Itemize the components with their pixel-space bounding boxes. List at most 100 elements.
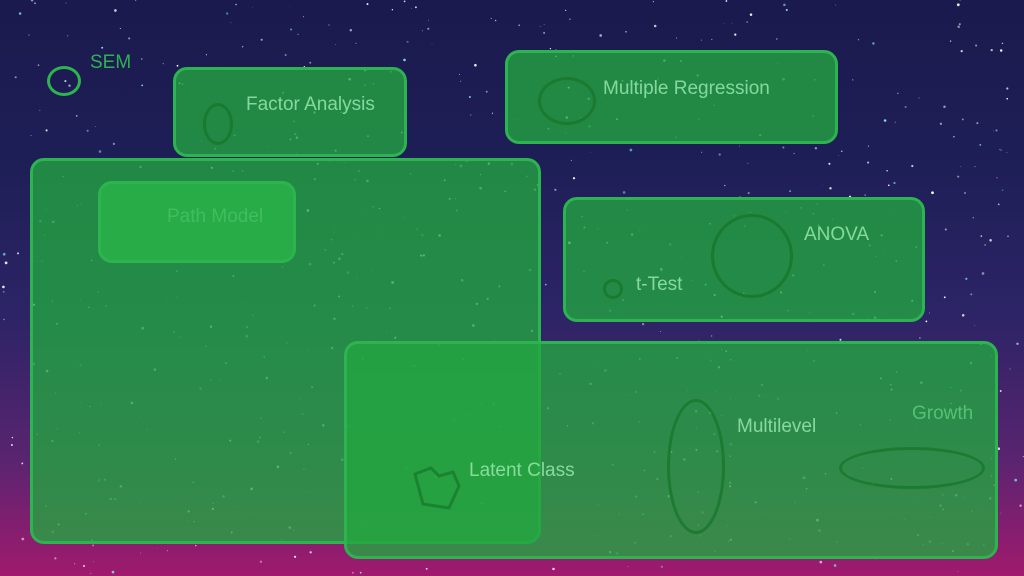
- star: [979, 143, 982, 146]
- star: [251, 6, 253, 8]
- star: [565, 9, 567, 12]
- star: [28, 34, 30, 36]
- star: [999, 390, 1002, 392]
- star: [886, 170, 888, 172]
- star: [309, 551, 312, 554]
- latent-class-box[interactable]: Latent Class Multilevel Growth: [344, 341, 998, 559]
- star: [303, 65, 305, 68]
- star: [641, 322, 645, 326]
- star: [288, 6, 290, 8]
- star: [747, 192, 750, 195]
- star: [37, 64, 40, 66]
- star: [819, 560, 823, 564]
- star: [929, 312, 930, 314]
- star: [984, 244, 986, 246]
- factor-analysis-label: Factor Analysis: [246, 94, 375, 115]
- star: [747, 162, 749, 164]
- star: [976, 122, 979, 125]
- star: [867, 161, 870, 164]
- star: [701, 151, 703, 153]
- star: [431, 44, 433, 45]
- star: [421, 30, 423, 32]
- star: [474, 63, 477, 67]
- star: [414, 6, 417, 9]
- star: [627, 565, 629, 567]
- star: [30, 135, 32, 136]
- star: [857, 38, 860, 41]
- star: [235, 3, 237, 6]
- star: [45, 129, 48, 132]
- star: [776, 38, 778, 40]
- star: [10, 444, 13, 446]
- multilevel-label: Multilevel: [737, 416, 817, 437]
- star: [1000, 512, 1002, 514]
- star: [90, 572, 92, 574]
- multiple-regression-label: Multiple Regression: [603, 78, 770, 99]
- star: [349, 29, 353, 32]
- star: [749, 13, 753, 16]
- star: [659, 330, 662, 333]
- anova-box[interactable]: ANOVA t-Test: [563, 197, 925, 322]
- star: [980, 235, 983, 237]
- star: [867, 145, 869, 147]
- star: [1001, 189, 1004, 191]
- star: [785, 8, 788, 12]
- star: [176, 64, 179, 67]
- star: [590, 151, 592, 153]
- star: [391, 9, 394, 11]
- star: [725, 0, 728, 2]
- star: [975, 44, 978, 47]
- star: [911, 164, 914, 168]
- star: [76, 115, 78, 117]
- star: [260, 38, 263, 41]
- star: [731, 23, 733, 24]
- factor-analysis-ellipse: [203, 103, 233, 145]
- star: [957, 175, 960, 178]
- star: [993, 130, 994, 132]
- star: [111, 570, 115, 574]
- star: [427, 27, 430, 30]
- star: [999, 49, 1003, 52]
- star: [411, 7, 413, 9]
- star: [833, 564, 837, 567]
- star: [297, 33, 299, 36]
- star: [887, 184, 890, 187]
- star: [700, 39, 703, 41]
- star: [739, 145, 740, 147]
- t-test-circle: [603, 279, 623, 299]
- star: [653, 24, 657, 28]
- star: [990, 48, 993, 52]
- star: [676, 37, 677, 39]
- star: [18, 12, 22, 15]
- star: [403, 0, 406, 3]
- multiple-regression-box[interactable]: Multiple Regression: [505, 50, 838, 144]
- sem-label: SEM: [90, 52, 132, 73]
- star: [205, 54, 207, 56]
- star: [543, 31, 546, 34]
- star: [872, 42, 875, 45]
- star: [958, 23, 961, 26]
- star: [1009, 368, 1011, 370]
- path-model-box[interactable]: Path Model: [98, 181, 296, 263]
- star: [961, 314, 965, 317]
- anova-label: ANOVA: [804, 224, 870, 245]
- star: [65, 2, 67, 4]
- star: [2, 285, 5, 289]
- factor-analysis-box[interactable]: Factor Analysis: [173, 67, 407, 157]
- star: [897, 92, 899, 94]
- star: [17, 252, 19, 255]
- star: [230, 22, 232, 24]
- star: [3, 318, 5, 321]
- star: [572, 177, 576, 180]
- star: [919, 337, 921, 339]
- star: [95, 126, 97, 128]
- star: [21, 462, 24, 465]
- star: [852, 79, 854, 81]
- star: [746, 21, 748, 23]
- star: [54, 557, 57, 560]
- star: [964, 192, 966, 194]
- star: [543, 24, 545, 25]
- star: [128, 37, 131, 40]
- star: [2, 290, 5, 293]
- star: [981, 272, 985, 275]
